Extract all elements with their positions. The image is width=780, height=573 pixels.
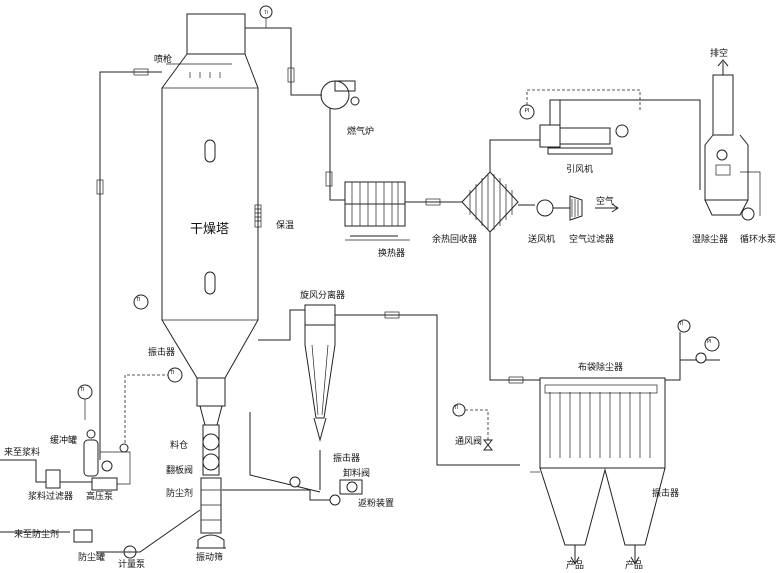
label-heat-exchanger: 换热器 bbox=[378, 249, 406, 259]
label-powder-return: 返粉装置 bbox=[358, 499, 395, 509]
label-product-2: 产品 bbox=[625, 561, 644, 571]
label-anti-dust-agent: 防尘剂 bbox=[166, 489, 194, 499]
induced-fan bbox=[539, 99, 629, 155]
label-wet-dust-collector: 湿除尘器 bbox=[692, 235, 729, 245]
wet-dust-collector bbox=[704, 74, 755, 221]
waste-heat-recovery bbox=[461, 171, 519, 233]
instrument-ti-left-tag: TI bbox=[170, 370, 175, 376]
label-bag-filter: 布袋除尘器 bbox=[578, 363, 624, 373]
label-slurry-filter: 浆料过滤器 bbox=[28, 492, 74, 502]
label-from-anti-dust: 来至防尘剂 bbox=[14, 530, 60, 540]
label-air-filter: 空气过滤器 bbox=[569, 235, 615, 245]
label-anti-dust-tank: 防尘罐 bbox=[78, 553, 106, 563]
instrument-ti-top bbox=[259, 5, 273, 28]
label-drying-tower: 干燥塔 bbox=[190, 222, 230, 237]
instrument-ti-slurry-tag: TI bbox=[80, 387, 85, 393]
label-hopper: 料仓 bbox=[170, 441, 189, 451]
label-vibrating-screen: 振动筛 bbox=[196, 553, 224, 563]
label-discharge-valve: 卸料阀 bbox=[343, 469, 371, 479]
label-high-pressure-pump: 高压泵 bbox=[86, 492, 114, 502]
slurry-filter bbox=[45, 469, 61, 489]
instrument-pi-filter bbox=[519, 89, 641, 120]
instrument-ti-cyclone-tag: TI bbox=[454, 405, 459, 411]
label-product-1: 产品 bbox=[566, 561, 585, 571]
heat-exchanger bbox=[344, 181, 410, 241]
instrument-pi-filter-tag: PI bbox=[525, 108, 530, 114]
label-rapper-cyclone: 振击器 bbox=[333, 454, 361, 464]
buffer-tank bbox=[83, 429, 99, 477]
label-spray-gun: 喷枪 bbox=[154, 55, 173, 65]
instrument-pi-right-tag: PI bbox=[707, 339, 712, 345]
label-rapper-bag: 振击器 bbox=[652, 489, 680, 499]
anti-dust-tank bbox=[73, 529, 93, 543]
cyclone-separator bbox=[304, 304, 336, 442]
metering-pump bbox=[123, 545, 137, 559]
label-gas-furnace: 燃气炉 bbox=[347, 127, 375, 137]
label-insulation: 保温 bbox=[276, 221, 295, 231]
instrument-ti-top-tag: TI bbox=[263, 10, 268, 15]
label-buffer-tank: 缓冲罐 bbox=[50, 436, 78, 446]
label-from-slurry: 来至浆料 bbox=[4, 448, 41, 458]
instrument-ti-tower-tag: TI bbox=[136, 297, 141, 303]
drying-tower bbox=[161, 13, 262, 549]
vent-valve bbox=[452, 403, 494, 451]
label-air: 空气 bbox=[596, 197, 615, 207]
air-filter bbox=[569, 195, 583, 221]
blower bbox=[536, 199, 570, 217]
label-waste-heat-recovery: 余热回收器 bbox=[432, 235, 478, 245]
bag-filter bbox=[530, 377, 666, 546]
label-flap-valve: 翻板阀 bbox=[166, 466, 194, 476]
label-metering-pump: 计量泵 bbox=[118, 560, 146, 570]
powder-return bbox=[329, 479, 363, 506]
label-vent-valve: 通风阀 bbox=[455, 437, 483, 447]
label-cyclone-separator: 旋风分离器 bbox=[300, 291, 346, 301]
label-circulating-pump: 循环水泵 bbox=[740, 235, 777, 245]
label-blower: 送风机 bbox=[528, 235, 556, 245]
label-rapper-left: 振击器 bbox=[148, 348, 176, 358]
gas-furnace bbox=[320, 80, 360, 110]
label-induced-fan: 引风机 bbox=[566, 165, 594, 175]
label-exhaust: 排空 bbox=[710, 49, 729, 59]
instrument-ti-recovery-tag: TI bbox=[679, 321, 684, 327]
